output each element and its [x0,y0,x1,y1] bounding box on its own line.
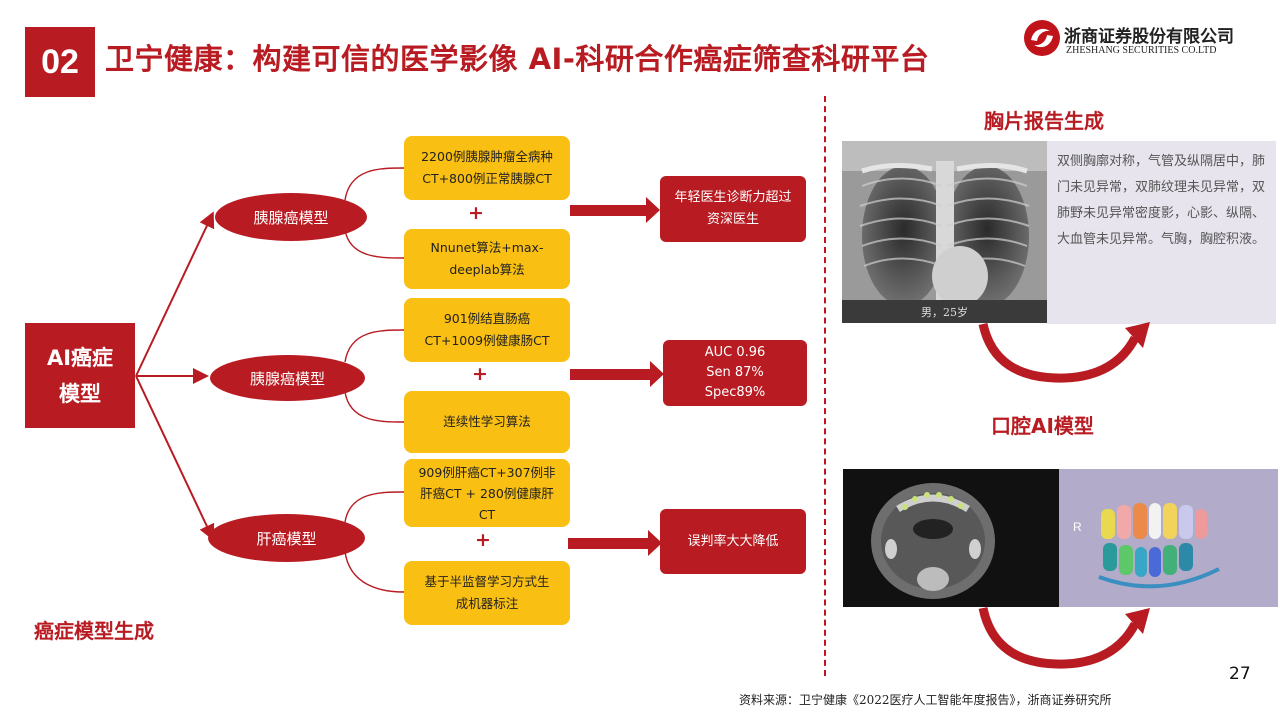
data-box-2: 901例结直肠癌 CT+1009例健康肠CT [404,298,570,362]
result-box-2-line1: AUC 0.96 [704,345,766,360]
root-line2: 模型 [59,381,101,406]
chest-report-text: 双侧胸廓对称，气管及纵隔居中，肺门未见异常，双肺纹理未见异常，双肺野未见异常密度… [1047,141,1276,324]
algo-box-2-line1: 连续性学习算法 [443,414,531,429]
data-box-3-line2: 肝癌CT + 280例健康肝 [420,485,554,501]
data-box-3: 909例肝癌CT+307例非 肝癌CT + 280例健康肝 CT [404,459,570,527]
plus-sign-1: + [468,202,484,224]
algo-box-1-line1: Nnunet算法+max- [430,240,544,255]
result-box-1: 年轻医生诊断力超过 资深医生 [660,176,806,242]
model-ellipse-1: 胰腺癌模型 [215,193,367,241]
model-ellipse-3: 肝癌模型 [208,514,365,562]
result-box-3-line1: 误判率大大降低 [687,533,779,549]
result-box-1-line2: 资深医生 [706,212,759,227]
data-box-1-line2: CT+800例正常胰腺CT [422,171,552,186]
model-ellipse-2: 胰腺癌模型 [210,355,365,401]
xray-caption: 男，25岁 [842,300,1047,323]
company-name-en: ZHESHANG SECURITIES CO.LTD [1066,45,1217,56]
source-note: 资料来源：卫宁健康《2022医疗人工智能年度报告》，浙商证券研究所 [739,693,1112,707]
data-box-2-line2: CT+1009例健康肠CT [424,333,550,348]
page-number: 27 [1229,664,1251,684]
ai-cancer-model-root: AI癌症 模型 [25,323,135,428]
result-box-2-line3: Spec89% [704,385,766,400]
algo-box-2: 连续性学习算法 [404,391,570,453]
oral-3d-teeth-model: R P [1059,469,1278,607]
cancer-model-section-label: 癌症模型生成 [34,619,154,643]
section-number-badge: 02 [25,27,95,97]
plus-sign-2: + [472,363,488,385]
result-box-1-line1: 年轻医生诊断力超过 [674,190,792,205]
algo-box-1-line2: deeplab算法 [449,262,525,277]
chest-report-title: 胸片报告生成 [984,109,1104,133]
plus-sign-3: + [475,529,491,551]
vertical-divider [824,96,826,676]
result-box-2: AUC 0.96 Sen 87% Spec89% [663,340,807,406]
result-box-2-line2: Sen 87% [706,365,764,380]
chest-curved-arrow-icon [978,322,1150,383]
flow-connectors [135,167,664,593]
company-name-cn: 浙商证券股份有限公司 [1064,27,1234,47]
algo-box-3-line1: 基于半监督学习方式生 [424,574,550,589]
page-title: 卫宁健康：构建可信的医学影像 AI-科研合作癌症筛查科研平台 [105,42,930,76]
data-box-3-line1: 909例肝癌CT+307例非 [418,464,556,480]
oral-curved-arrow-icon [978,606,1150,669]
root-line1: AI癌症 [46,345,114,370]
company-logo-icon [1024,20,1060,56]
oral-ct-scan-image [843,469,1059,607]
data-box-1-line1: 2200例胰腺肿瘤全病种 [421,149,553,164]
algo-box-3: 基于半监督学习方式生 成机器标注 [404,561,570,625]
chest-xray-image [842,141,1047,323]
oral-ai-title: 口腔AI模型 [991,414,1094,438]
data-box-3-line3: CT [478,506,496,522]
algo-box-1: Nnunet算法+max- deeplab算法 [404,229,570,289]
result-box-3: 误判率大大降低 [660,509,806,574]
view-label-r: R [1073,520,1082,534]
data-box-2-line1: 901例结直肠癌 [443,311,531,326]
data-box-1: 2200例胰腺肿瘤全病种 CT+800例正常胰腺CT [404,136,570,200]
algo-box-3-line2: 成机器标注 [455,596,519,611]
